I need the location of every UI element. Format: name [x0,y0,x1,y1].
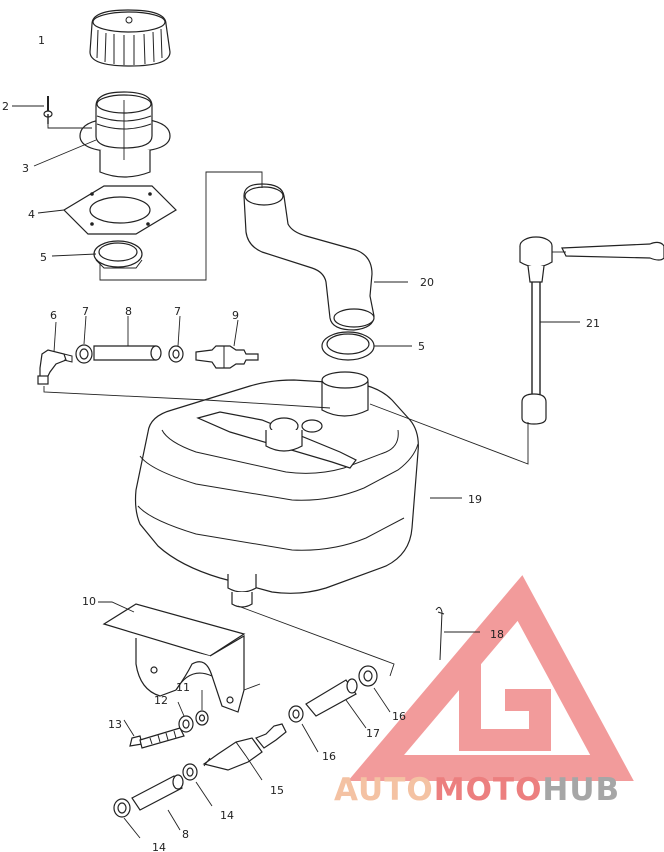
callout-12: 12 [154,694,168,707]
callout-16: 16 [322,750,336,763]
fuel-line-hose [131,774,184,811]
filler-neck [79,91,171,178]
callout-1: 1 [38,34,45,47]
callout-9: 9 [232,309,239,322]
screw [43,96,53,124]
callout-13: 13 [108,718,122,731]
callout-7: 7 [174,305,181,318]
callout-21: 21 [586,317,600,330]
fuel-tank [134,371,419,608]
callout-16: 16 [392,710,406,723]
fuel-fitting-elbow [37,349,73,385]
callout-5: 5 [418,340,425,353]
clamp-ring [358,665,378,687]
watermark-auto: AUTO [334,772,434,808]
callout-3: 3 [22,162,29,175]
callout-6: 6 [50,309,57,322]
fuel-line-hose [93,345,162,361]
callout-20: 20 [420,276,434,289]
leader-lines [12,105,580,839]
callout-8: 8 [125,305,132,318]
watermark-text: AUTOMOTOHUB [334,772,620,808]
callout-15: 15 [270,784,284,797]
callout-14: 14 [152,841,166,852]
washer [178,715,194,733]
cable-tie [435,606,445,661]
fuel-line-hose [305,678,358,717]
callout-8: 8 [182,828,189,841]
callout-10: 10 [82,595,96,608]
lock-nut [195,710,209,726]
fuel-valve-fitting [195,345,259,369]
watermark-hub: HUB [542,772,620,808]
clamp-ring [113,798,131,818]
clamp-ring [168,345,184,363]
callout-7: 7 [82,305,89,318]
clamp-ring [288,705,304,723]
hose-clamp [93,240,143,269]
callout-14: 14 [220,809,234,822]
callout-5: 5 [40,251,47,264]
svg-text:AUTOMOTOHUB: AUTOMOTOHUB [334,772,620,808]
callout-19: 19 [468,493,482,506]
watermark-logo [347,575,634,781]
callout-17: 17 [366,727,380,740]
watermark-moto: MOTO [434,772,543,808]
callout-2: 2 [2,100,9,113]
hose-clamp [321,331,375,361]
callout-4: 4 [28,208,35,221]
gasket [63,185,177,235]
callout-11: 11 [176,681,190,694]
fuel-cap [89,9,171,67]
mounting-bracket [102,603,246,713]
clamp-ring [75,344,93,364]
clamp-ring [182,763,198,781]
callout-18: 18 [490,628,504,641]
fuel-filter [202,723,287,771]
filler-hose [243,183,375,331]
bolt [129,727,185,749]
fuel-level-sender [519,236,664,425]
